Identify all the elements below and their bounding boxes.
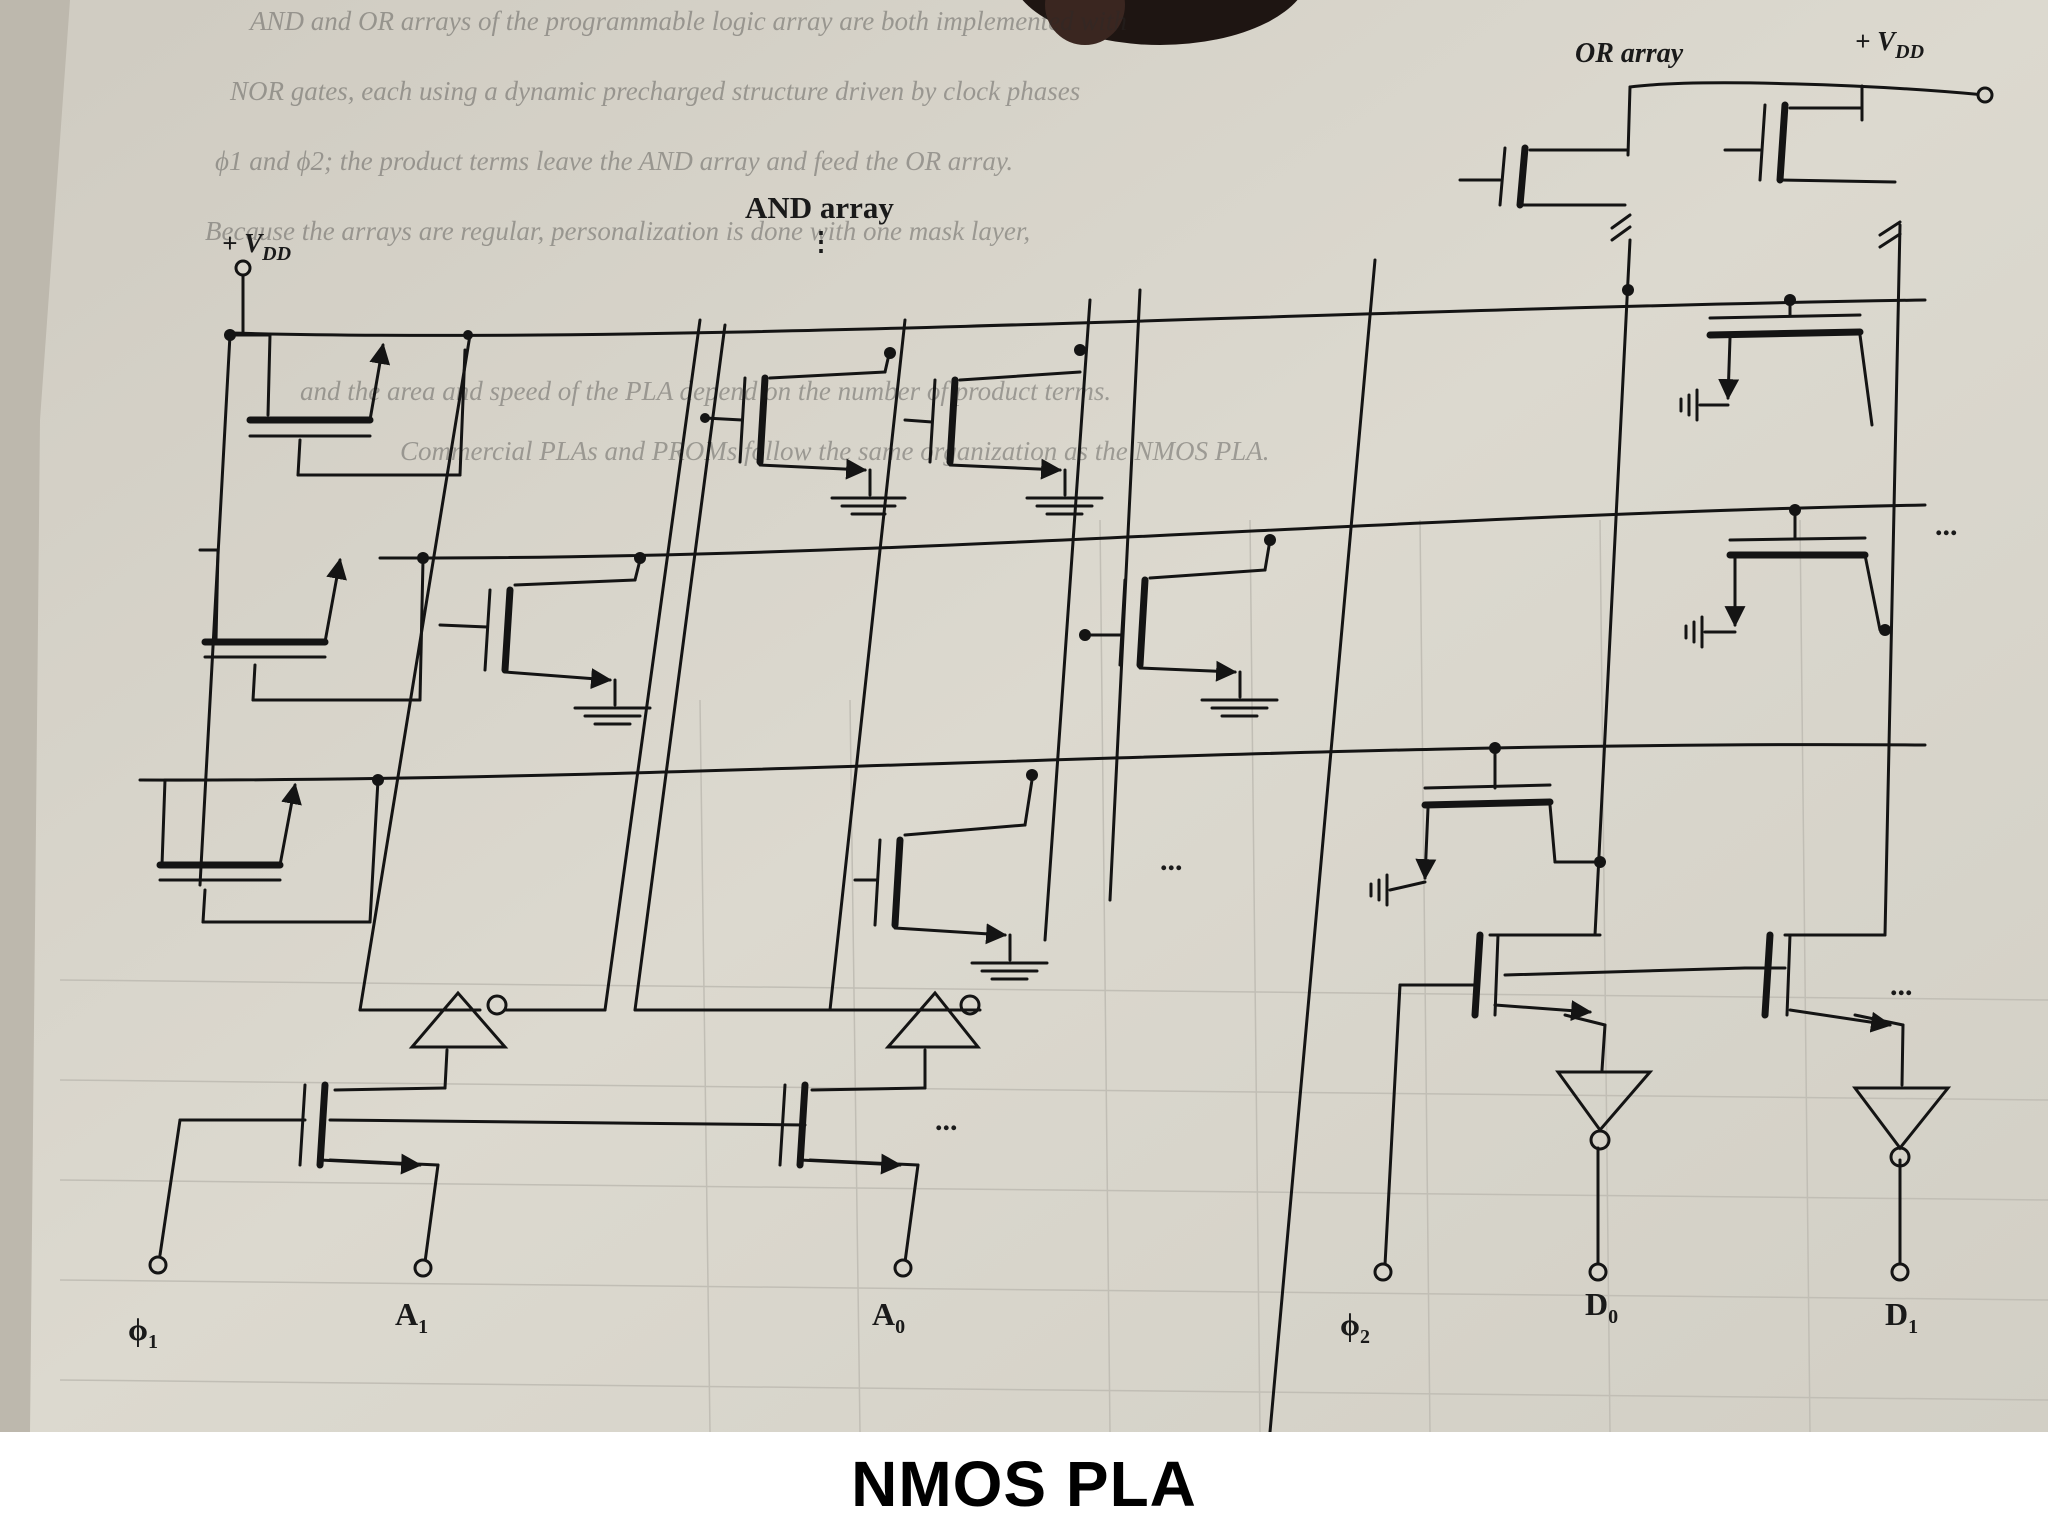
product-line-1 xyxy=(228,298,1927,337)
pulldown-transistor-a0-row1 xyxy=(903,370,1104,516)
phi1-subscript: 1 xyxy=(148,1331,158,1353)
d0-text: D xyxy=(1585,1286,1608,1322)
pullup-transistor-1 xyxy=(246,342,391,438)
or-output-transistor-d1 xyxy=(1761,931,1893,1033)
terminals xyxy=(148,86,1994,1282)
d1-label: D1 xyxy=(1885,1296,1918,1338)
phi1-terminal xyxy=(148,1255,168,1275)
or-pullup-d1 xyxy=(1723,101,1902,249)
phi2-subscript: 2 xyxy=(1360,1326,1370,1348)
or-row-ellipsis: ... xyxy=(1935,509,1958,542)
vdd-left-text: + V xyxy=(222,228,264,258)
and-input-inverters xyxy=(408,990,982,1049)
or-output-transistor-d0 xyxy=(1471,931,1593,1022)
d0-label: D0 xyxy=(1585,1286,1618,1328)
vdd-right-label: + VDD xyxy=(1855,26,1924,63)
inverter-a1 xyxy=(408,990,509,1049)
page-text-line: NOR gates, each using a dynamic precharg… xyxy=(229,76,1080,106)
phi2-label: ϕ2 xyxy=(1340,1306,1370,1348)
a1-terminal xyxy=(413,1258,433,1278)
d1-subscript: 1 xyxy=(1908,1316,1918,1338)
d0-subscript: 0 xyxy=(1608,1306,1618,1328)
or-array-label: OR array xyxy=(1575,38,1684,69)
vdd-right-subscript: DD xyxy=(1894,41,1924,63)
background-grid xyxy=(59,519,2048,1432)
caption-bar: NMOS PLA xyxy=(0,1432,2048,1536)
phi2-terminal xyxy=(1373,1262,1393,1282)
or-pulldown-d1-row2 xyxy=(1684,508,1882,649)
wiring xyxy=(138,81,1987,1432)
input-transistor-a0 xyxy=(778,1081,903,1175)
page-text-line: Commercial PLAs and PROMs follow the sam… xyxy=(400,436,1269,466)
pulldown-transistor-a1bar-row1 xyxy=(703,348,907,516)
caption-title: NMOS PLA xyxy=(851,1448,1197,1520)
pulldown-transistor-a0-row3 xyxy=(853,778,1049,981)
textbook-page-photo: AND and OR arrays of the programmable lo… xyxy=(0,0,2048,1432)
and-array-ellipsis: ... xyxy=(1160,844,1183,877)
and-array-label: AND array xyxy=(745,190,894,225)
a0-text: A xyxy=(872,1296,895,1332)
junction-dots xyxy=(224,284,1891,868)
vdd-left-subscript: DD xyxy=(261,243,291,265)
or-transistors xyxy=(1369,101,1902,1033)
d1-terminal xyxy=(1890,1262,1910,1282)
phi1-text: ϕ xyxy=(128,1311,148,1347)
a1-label: A1 xyxy=(395,1296,428,1338)
a0-subscript: 0 xyxy=(895,1316,905,1338)
page-text-line: ϕ1 and ϕ2; the product terms leave the A… xyxy=(215,146,1013,176)
product-line-2 xyxy=(378,503,1927,560)
or-output-ellipsis: ... xyxy=(1890,969,1913,1002)
nmos-pla-schematic: AND and OR arrays of the programmable lo… xyxy=(0,0,2048,1432)
vdd-right-text: + V xyxy=(1855,26,1897,56)
finger-tip xyxy=(1045,0,1125,45)
input-transistor-a1 xyxy=(298,1081,423,1175)
paper-background xyxy=(0,0,2048,1432)
and-array-vdots: ⋮ xyxy=(808,227,834,256)
a0-label: A0 xyxy=(872,1296,905,1338)
clock-line-ellipsis: ... xyxy=(935,1104,958,1137)
d1-text: D xyxy=(1885,1296,1908,1332)
and-transistors xyxy=(156,342,1279,1175)
pullup-transistor-3 xyxy=(156,782,302,882)
page-text-block: AND and OR arrays of the programmable lo… xyxy=(205,6,1269,466)
vdd-left-terminal xyxy=(234,259,252,277)
d0-terminal xyxy=(1588,1262,1608,1282)
or-pullup-d0 xyxy=(1458,144,1632,242)
inverter-d0 xyxy=(1555,1070,1654,1151)
pulldown-transistor-a1-row2 xyxy=(438,558,652,726)
phi1-label: ϕ1 xyxy=(128,1311,158,1353)
page-edge xyxy=(0,0,70,1432)
inverter-d1 xyxy=(1852,1086,1952,1168)
a1-text: A xyxy=(395,1296,418,1332)
page-text-line: Because the arrays are regular, personal… xyxy=(205,216,1030,246)
or-output-inverters xyxy=(1555,1070,1952,1168)
phi2-text: ϕ xyxy=(1340,1306,1360,1342)
or-pulldown-d0-row3 xyxy=(1369,746,1602,907)
pullup-transistor-2 xyxy=(201,557,347,659)
inverter-a0 xyxy=(884,990,982,1049)
a0-terminal xyxy=(893,1258,913,1278)
page-text-line: and the area and speed of the PLA depend… xyxy=(300,376,1111,406)
pulldown-transistor-a0bar-row2 xyxy=(1083,538,1279,718)
page-text-line: AND and OR arrays of the programmable lo… xyxy=(248,6,1127,36)
or-pulldown-d1-row1 xyxy=(1679,298,1874,427)
a1-subscript: 1 xyxy=(418,1316,428,1338)
vdd-right-terminal xyxy=(1976,86,1994,104)
vdd-left-label: + VDD xyxy=(222,228,291,265)
